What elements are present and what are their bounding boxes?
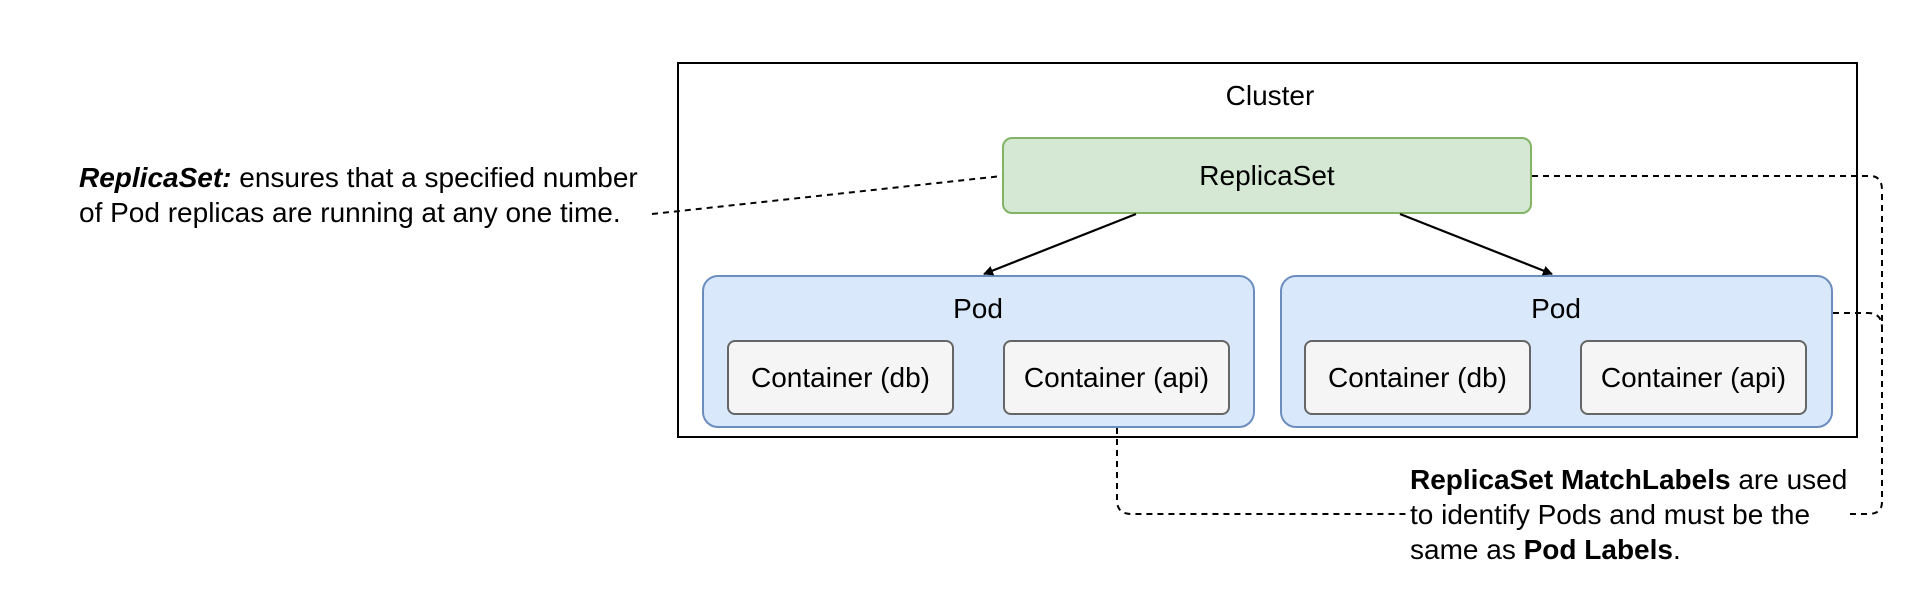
replicaset-note: ReplicaSet: ensures that a specified num… bbox=[79, 160, 659, 230]
container-api-right: Container (api) bbox=[1580, 340, 1807, 415]
matchlabels-leader-pod-right bbox=[1833, 312, 1883, 329]
replicaset-label: ReplicaSet bbox=[1199, 159, 1335, 191]
replicaset-note-leader bbox=[651, 175, 1003, 215]
replicaset-note-text: ensures that a specified number of Pod r… bbox=[79, 162, 638, 228]
container-label: Container (api) bbox=[1600, 361, 1787, 393]
container-label: Container (db) bbox=[751, 361, 930, 393]
pod-title-left: Pod bbox=[953, 293, 1003, 324]
matchlabels-note-term: ReplicaSet MatchLabels bbox=[1410, 464, 1731, 495]
replicaset-note-term: ReplicaSet bbox=[79, 162, 223, 193]
cluster-title: Cluster bbox=[1225, 80, 1315, 111]
cluster-box bbox=[677, 62, 1858, 438]
container-db-left: Container (db) bbox=[727, 340, 954, 415]
matchlabels-leader-replicaset bbox=[1532, 175, 1883, 515]
container-api-left: Container (api) bbox=[1003, 340, 1230, 415]
container-db-right: Container (db) bbox=[1304, 340, 1531, 415]
matchlabels-note-text: are used to identify Pods and must be th… bbox=[1410, 464, 1848, 565]
matchlabels-leader-pod-left bbox=[1116, 428, 1410, 515]
matchlabels-note-term2: Pod Labels bbox=[1523, 534, 1673, 565]
matchlabels-note-end: . bbox=[1672, 534, 1681, 565]
container-label: Container (api) bbox=[1023, 361, 1210, 393]
pod-title-right: Pod bbox=[1531, 293, 1581, 324]
replicaset-box: ReplicaSet bbox=[1002, 137, 1532, 214]
arrow-to-pod-right bbox=[1399, 212, 1553, 276]
arrow-to-pod-left bbox=[983, 212, 1137, 276]
matchlabels-note: ReplicaSet MatchLabels are used to ident… bbox=[1410, 462, 1850, 567]
container-label: Container (db) bbox=[1328, 361, 1507, 393]
replicaset-note-colon: : bbox=[222, 162, 232, 193]
